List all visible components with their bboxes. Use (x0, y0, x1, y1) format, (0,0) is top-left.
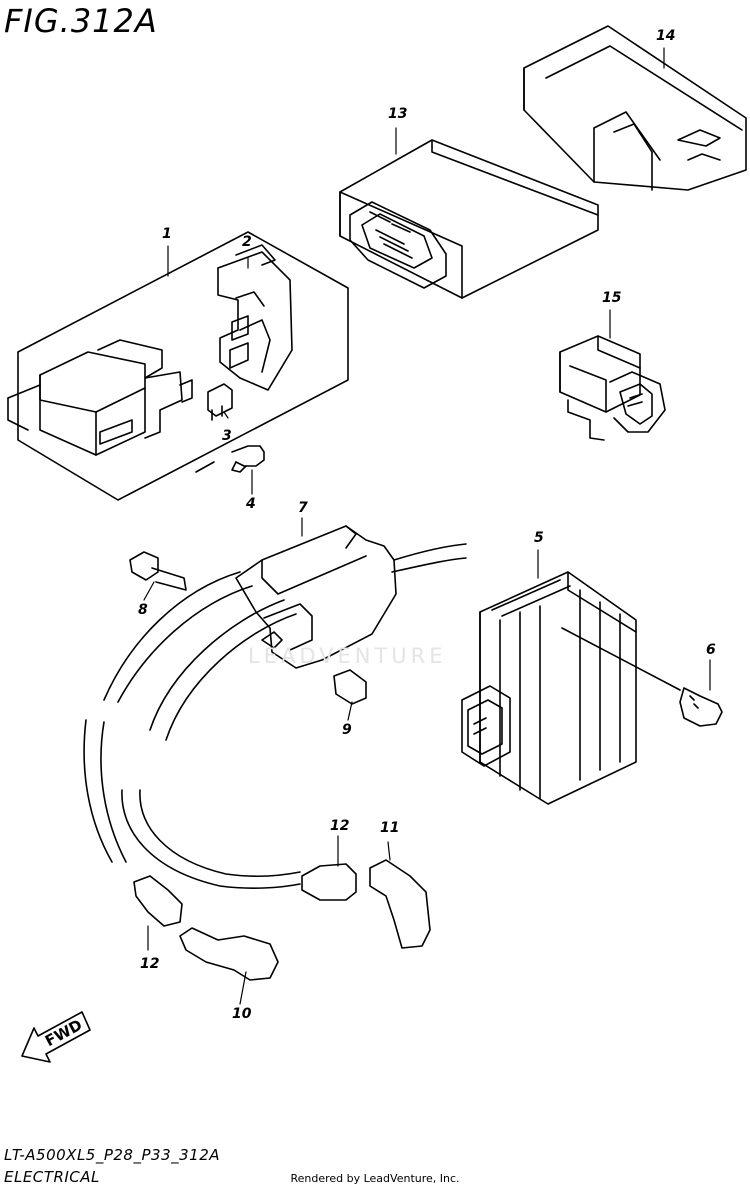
callout-12-right: 12 (330, 818, 350, 834)
callout-6: 6 (706, 642, 716, 658)
plug-boot-12-left (133, 875, 183, 927)
callout-2: 2 (242, 234, 252, 250)
rendered-by-credit: Rendered by LeadVenture, Inc. (290, 1172, 460, 1185)
regulator-rectifier (461, 571, 637, 805)
callout-1: 1 (162, 226, 172, 242)
callout-13: 13 (388, 106, 408, 122)
spacer (333, 669, 367, 705)
plug-boot-12-right (301, 863, 357, 901)
callout-10: 10 (232, 1006, 252, 1022)
callout-7: 7 (298, 500, 308, 516)
ignition-coil (235, 525, 397, 669)
callout-15: 15 (602, 290, 622, 306)
callout-3: 3 (222, 428, 232, 444)
ecm-unit (339, 139, 599, 299)
starter-relay (7, 339, 193, 456)
fuse (207, 383, 233, 421)
bolt-4 (195, 445, 265, 473)
plug-cap-11 (369, 859, 431, 949)
bolt-8 (129, 551, 187, 591)
callout-11: 11 (380, 820, 400, 836)
callout-12-left: 12 (140, 956, 160, 972)
plug-cap-10 (179, 927, 279, 981)
starter-relay-group-outline (17, 231, 349, 501)
model-code: LT-A500XL5_P28_P33_312A (4, 1146, 220, 1164)
bolt-6 (561, 627, 723, 727)
fwd-arrow (21, 1011, 91, 1063)
callout-9: 9 (342, 722, 352, 738)
watermark: LEADVENTURE (248, 644, 447, 668)
ignition-leads (83, 543, 467, 889)
connector (559, 335, 666, 441)
callout-4: 4 (246, 496, 256, 512)
relay-cover (217, 244, 293, 391)
callout-14: 14 (656, 28, 676, 44)
section-name: ELECTRICAL (4, 1168, 100, 1186)
callout-leader-lines (143, 47, 711, 1005)
ecm-cover (523, 25, 747, 191)
callout-5: 5 (534, 530, 544, 546)
figure-title: FIG.312A (4, 2, 158, 40)
callout-8: 8 (138, 602, 148, 618)
